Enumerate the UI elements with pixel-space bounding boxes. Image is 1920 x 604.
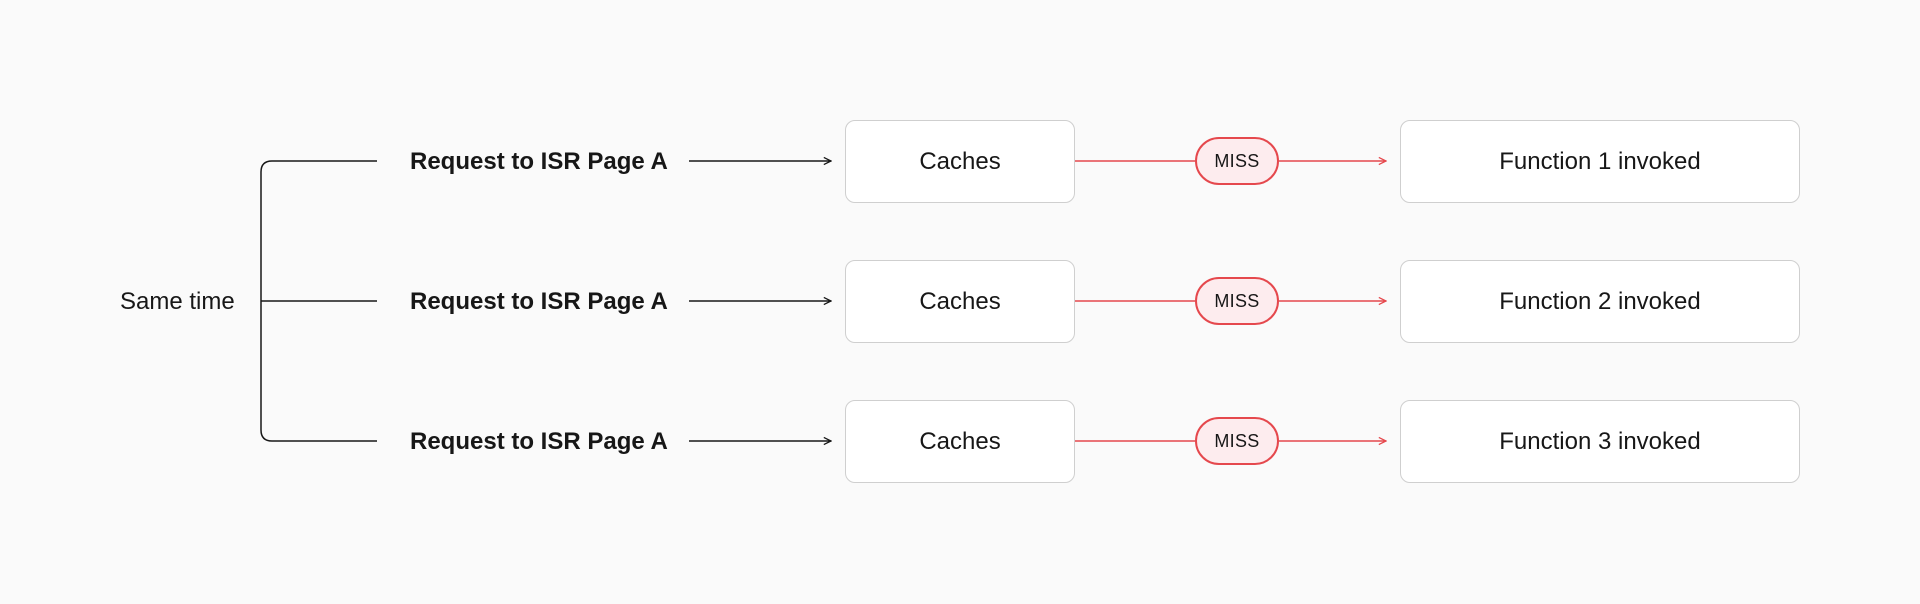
cache-box: Caches: [845, 400, 1075, 483]
request-label: Request to ISR Page A: [410, 428, 668, 455]
function-box: Function 2 invoked: [1400, 260, 1800, 343]
miss-badge: MISS: [1195, 277, 1279, 325]
function-box: Function 3 invoked: [1400, 400, 1800, 483]
request-label: Request to ISR Page A: [410, 288, 668, 315]
function-box: Function 1 invoked: [1400, 120, 1800, 203]
cache-box: Caches: [845, 260, 1075, 343]
miss-badge: MISS: [1195, 417, 1279, 465]
miss-badge: MISS: [1195, 137, 1279, 185]
request-label: Request to ISR Page A: [410, 148, 668, 175]
cache-box: Caches: [845, 120, 1075, 203]
source-label: Same time: [120, 288, 235, 315]
